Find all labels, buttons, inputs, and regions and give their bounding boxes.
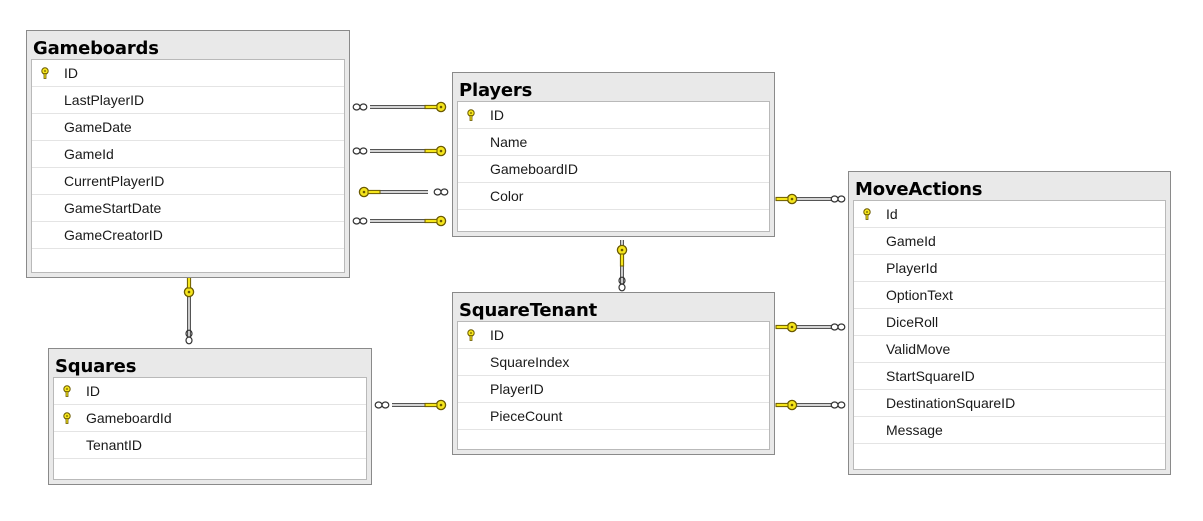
column-name: ID	[490, 327, 504, 343]
column-row[interactable]: ValidMove	[854, 336, 1165, 363]
column-row[interactable]: GameId	[32, 141, 344, 168]
link-gameboards-players-3[interactable]	[358, 186, 449, 198]
column-name: StartSquareID	[886, 368, 975, 384]
column-row[interactable]: ID	[54, 378, 366, 405]
column-row[interactable]: Id	[854, 201, 1165, 228]
column-row[interactable]: SquareIndex	[458, 349, 769, 376]
link-players-squaretenant[interactable]	[616, 240, 628, 292]
column-row[interactable]: PieceCount	[458, 403, 769, 430]
column-name: GameboardId	[86, 410, 172, 426]
column-row[interactable]: CurrentPlayerID	[32, 168, 344, 195]
column-row[interactable]: GameboardId	[54, 405, 366, 432]
column-row[interactable]: StartSquareID	[854, 363, 1165, 390]
column-name: PlayerId	[886, 260, 938, 276]
column-row[interactable]: Color	[458, 183, 769, 210]
table-title: SquareTenant	[459, 300, 597, 321]
column-name: Color	[490, 188, 524, 204]
key-icon	[63, 412, 71, 424]
link-squaretenant-moveactions-2[interactable]	[775, 399, 846, 411]
column-row[interactable]: ID	[458, 102, 769, 129]
column-name: GameDate	[64, 119, 132, 135]
column-name: CurrentPlayerID	[64, 173, 165, 189]
column-name: LastPlayerID	[64, 92, 145, 108]
column-row[interactable]: PlayerId	[854, 255, 1165, 282]
column-name: Name	[490, 134, 528, 150]
column-name: ID	[490, 107, 504, 123]
column-row[interactable]: Name	[458, 129, 769, 156]
column-row[interactable]: ID	[458, 322, 769, 349]
column-row[interactable]: GameCreatorID	[32, 222, 344, 249]
key-icon	[467, 329, 475, 341]
table-title: Gameboards	[33, 38, 159, 59]
column-name: OptionText	[886, 287, 953, 303]
column-row[interactable]: DiceRoll	[854, 309, 1165, 336]
column-row[interactable]: LastPlayerID	[32, 87, 344, 114]
link-players-moveactions[interactable]	[775, 193, 846, 205]
link-squaretenant-moveactions-1[interactable]	[775, 321, 846, 333]
key-icon	[863, 208, 871, 220]
column-name: ID	[64, 65, 78, 81]
column-name: ValidMove	[886, 341, 951, 357]
column-row[interactable]: DestinationSquareID	[854, 390, 1165, 417]
link-gameboards-squares[interactable]	[183, 275, 195, 345]
column-row[interactable]: TenantID	[54, 432, 366, 459]
key-icon	[63, 385, 71, 397]
column-name: SquareIndex	[490, 354, 570, 370]
column-row[interactable]: OptionText	[854, 282, 1165, 309]
column-name: Id	[886, 206, 898, 222]
table-title: MoveActions	[855, 179, 983, 200]
table-title: Squares	[55, 356, 137, 377]
column-name: Message	[886, 422, 943, 438]
column-name: GameId	[886, 233, 936, 249]
key-icon	[467, 109, 475, 121]
column-name: GameCreatorID	[64, 227, 163, 243]
column-row[interactable]: GameStartDate	[32, 195, 344, 222]
column-name: DiceRoll	[886, 314, 939, 330]
column-row[interactable]: GameId	[854, 228, 1165, 255]
column-name: GameStartDate	[64, 200, 162, 216]
link-squares-squaretenant[interactable]	[374, 399, 447, 411]
key-icon	[41, 67, 49, 79]
column-name: TenantID	[86, 437, 143, 453]
table-title: Players	[459, 80, 533, 101]
column-row[interactable]: Message	[854, 417, 1165, 444]
column-name: PieceCount	[490, 408, 563, 424]
column-row[interactable]: ID	[32, 60, 344, 87]
column-name: ID	[86, 383, 100, 399]
link-gameboards-players-1[interactable]	[352, 101, 447, 113]
column-row[interactable]: GameboardID	[458, 156, 769, 183]
column-row[interactable]: GameDate	[32, 114, 344, 141]
column-name: GameboardID	[490, 161, 578, 177]
column-name: PlayerID	[490, 381, 544, 397]
link-gameboards-players-2[interactable]	[352, 145, 447, 157]
column-row[interactable]: PlayerID	[458, 376, 769, 403]
link-gameboards-players-4[interactable]	[352, 215, 447, 227]
column-name: GameId	[64, 146, 114, 162]
column-name: DestinationSquareID	[886, 395, 1016, 411]
